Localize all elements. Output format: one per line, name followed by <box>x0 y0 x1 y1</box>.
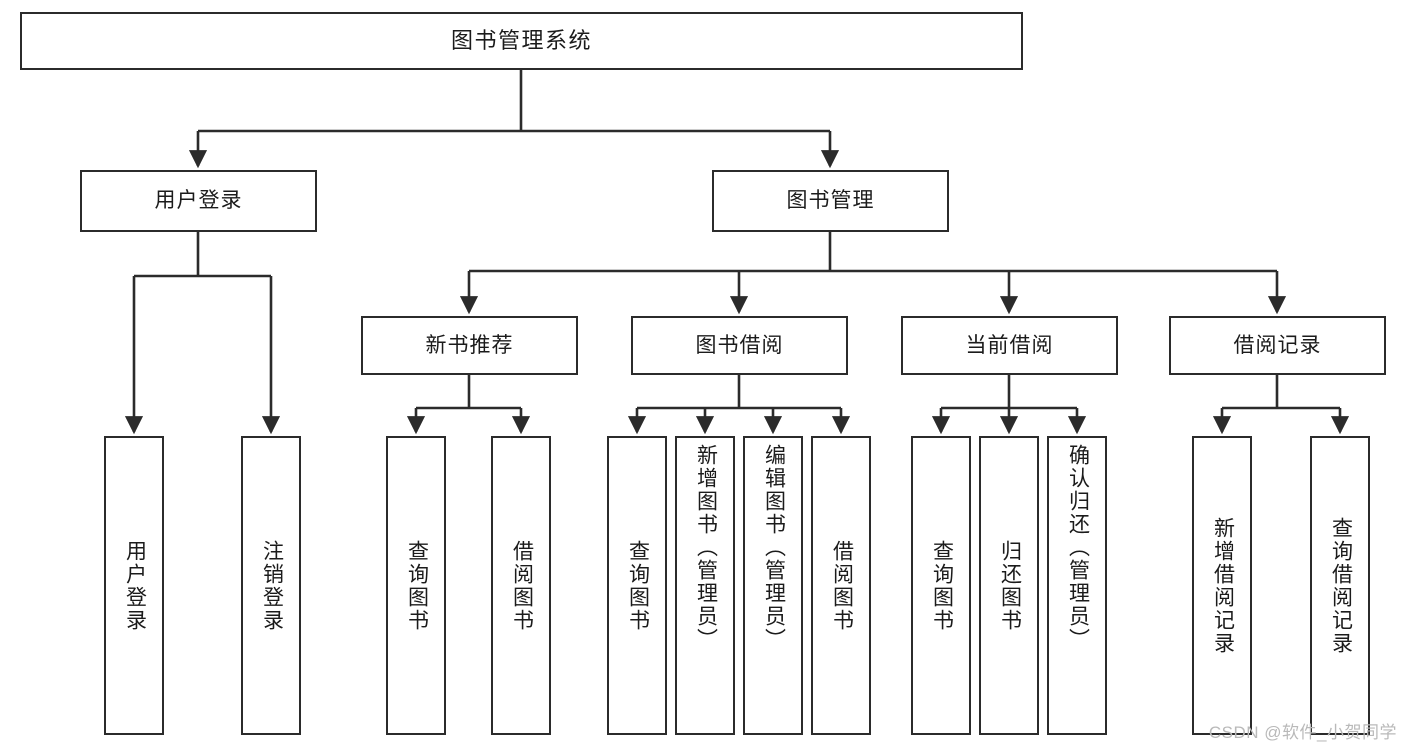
leaf-current-borrow-confirm-return-admin[interactable]: 确认归还（管理员） <box>1047 436 1107 735</box>
node-new-book-recommendation[interactable]: 新书推荐 <box>361 316 578 375</box>
leaf-book-borrow-query-books[interactable]: 查询图书 <box>607 436 667 735</box>
node-label: 新增图书（管理员） <box>694 444 718 651</box>
node-root-book-management-system[interactable]: 图书管理系统 <box>20 12 1023 70</box>
node-label: 新增借阅记录 <box>1211 516 1235 655</box>
node-label: 注销登录 <box>260 539 284 632</box>
csdn-watermark: CSDN @软件_小贺同学 <box>1208 723 1397 742</box>
node-label: 图书借阅 <box>695 333 784 357</box>
node-label: 用户登录 <box>154 189 243 213</box>
node-label: 当前借阅 <box>965 333 1054 357</box>
node-book-management[interactable]: 图书管理 <box>712 170 949 232</box>
leaf-book-borrow-add-book-admin[interactable]: 新增图书（管理员） <box>675 436 735 735</box>
leaf-book-borrow-edit-book-admin[interactable]: 编辑图书（管理员） <box>743 436 803 735</box>
node-borrow-records[interactable]: 借阅记录 <box>1169 316 1386 375</box>
leaf-book-borrow-borrow-books[interactable]: 借阅图书 <box>811 436 871 735</box>
node-label: 查询图书 <box>930 539 954 632</box>
node-label: 图书管理系统 <box>450 27 592 53</box>
node-label: 图书管理 <box>786 189 875 213</box>
leaf-new-book-query-books[interactable]: 查询图书 <box>386 436 446 735</box>
node-label: 借阅记录 <box>1233 333 1322 357</box>
node-book-borrowing[interactable]: 图书借阅 <box>631 316 848 375</box>
node-label: 查询图书 <box>626 539 650 632</box>
leaf-current-borrow-return-books[interactable]: 归还图书 <box>979 436 1039 735</box>
node-label: 编辑图书（管理员） <box>762 444 786 651</box>
leaf-new-book-borrow-books[interactable]: 借阅图书 <box>491 436 551 735</box>
node-label: 新书推荐 <box>425 333 514 357</box>
node-label: 查询借阅记录 <box>1329 516 1353 655</box>
leaf-user-login-sign-out[interactable]: 注销登录 <box>241 436 301 735</box>
leaf-user-login-sign-in[interactable]: 用户登录 <box>104 436 164 735</box>
node-label: 用户登录 <box>123 539 147 632</box>
node-label: 归还图书 <box>998 539 1022 632</box>
node-user-login[interactable]: 用户登录 <box>80 170 317 232</box>
node-label: 借阅图书 <box>510 539 534 632</box>
leaf-borrow-record-add-record[interactable]: 新增借阅记录 <box>1192 436 1252 735</box>
node-label: 借阅图书 <box>830 539 854 632</box>
node-current-borrowing[interactable]: 当前借阅 <box>901 316 1118 375</box>
node-label: 查询图书 <box>405 539 429 632</box>
leaf-current-borrow-query-books[interactable]: 查询图书 <box>911 436 971 735</box>
node-label: 确认归还（管理员） <box>1066 444 1090 651</box>
leaf-borrow-record-query-record[interactable]: 查询借阅记录 <box>1310 436 1370 735</box>
